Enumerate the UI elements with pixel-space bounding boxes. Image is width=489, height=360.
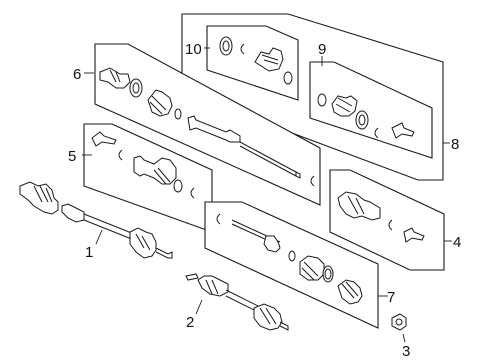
callout-9: 9 [318,41,326,58]
boot-kit-parts [219,36,293,85]
half-shaft-1 [19,181,173,259]
callout-8: 8 [451,136,459,153]
half-shaft-2 [185,273,289,331]
outer-joint-5-parts [91,131,195,199]
callout-7: 7 [387,289,395,306]
shaft-6-parts [99,67,315,187]
hub-nut-3 [391,313,407,331]
outer-joint-4-parts [337,191,425,243]
inner-joint-7-parts [216,213,363,305]
panel-4 [329,169,445,271]
callout-3: 3 [402,343,410,360]
leader-lines [82,47,452,343]
callout-10: 10 [185,41,202,58]
callout-4: 4 [453,234,461,251]
callout-5: 5 [68,148,76,165]
callout-1: 1 [85,244,93,261]
inner-joint-parts [317,93,415,139]
panel-5 [83,123,213,233]
callout-6: 6 [73,66,81,83]
callout-2: 2 [186,314,194,331]
